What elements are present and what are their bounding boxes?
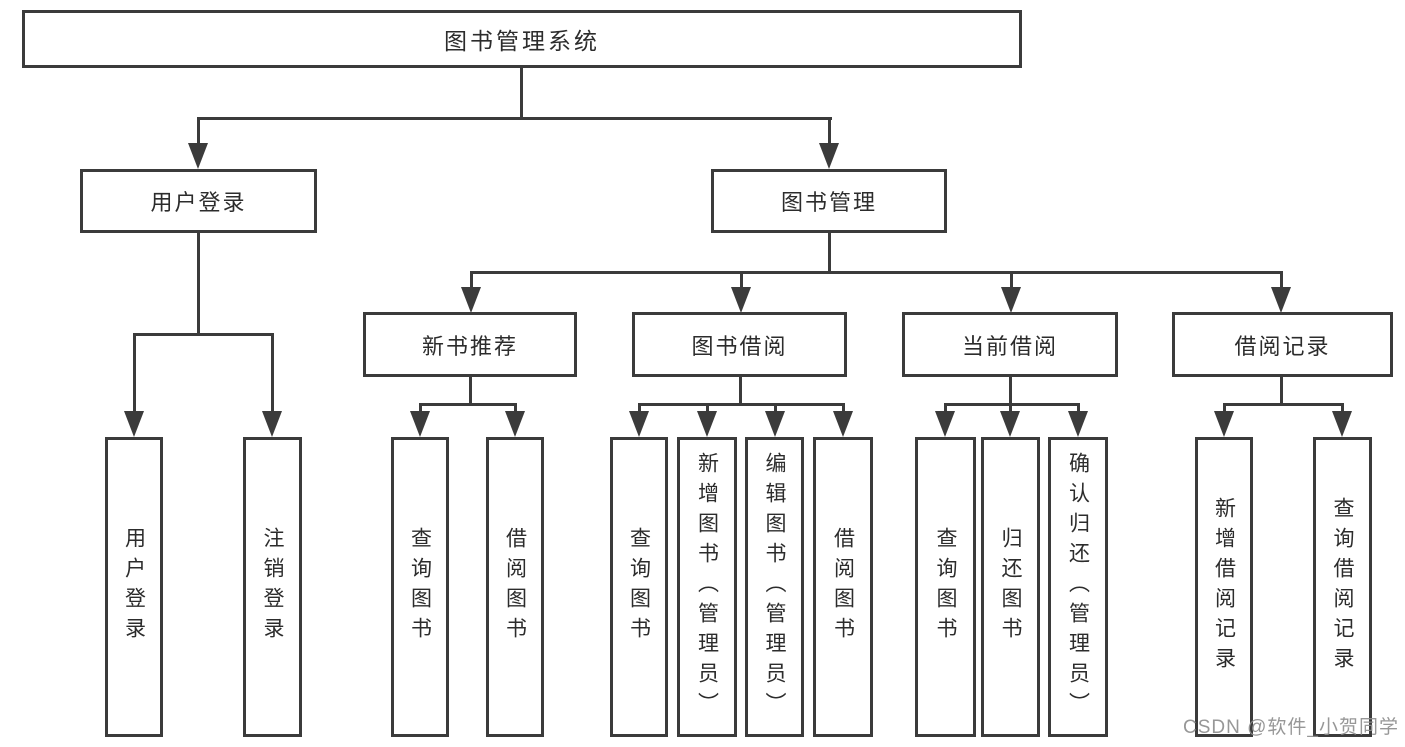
connector-recommend-stem (469, 377, 472, 406)
connector-user-login-hline (133, 333, 274, 336)
arrow-down-icon (833, 411, 853, 437)
connector-stem (828, 118, 831, 145)
connector-drop (419, 403, 422, 413)
node-book-management: 图书管理 (711, 169, 947, 233)
arrow-down-icon (1068, 411, 1088, 437)
arrow-down-icon (731, 287, 751, 313)
leaf-query-books-borrow: 查询图书 (610, 437, 668, 737)
connector-drop (1010, 271, 1013, 289)
connector-drop (1077, 403, 1080, 413)
connector-borrow-stem (739, 377, 742, 406)
node-current-borrow: 当前借阅 (902, 312, 1118, 377)
connector-stem (197, 118, 200, 145)
connector-drop (706, 403, 709, 413)
node-book-borrow: 图书借阅 (632, 312, 847, 377)
connector-level1-hline (197, 117, 832, 120)
node-user-login: 用户登录 (80, 169, 317, 233)
arrow-down-icon (1271, 287, 1291, 313)
leaf-confirm-return-admin: 确认归还（管理员） (1048, 437, 1108, 737)
connector-drop (133, 333, 136, 413)
connector-records-hline (1223, 403, 1344, 406)
arrow-down-icon (188, 143, 208, 169)
arrow-down-icon (765, 411, 785, 437)
node-root-library-system: 图书管理系统 (22, 10, 1022, 68)
leaf-add-books-admin: 新增图书（管理员） (677, 437, 737, 737)
node-new-book-recommend: 新书推荐 (363, 312, 577, 377)
arrow-down-icon (1001, 287, 1021, 313)
arrow-down-icon (410, 411, 430, 437)
leaf-user-login: 用户登录 (105, 437, 163, 737)
arrow-down-icon (1214, 411, 1234, 437)
arrow-down-icon (124, 411, 144, 437)
connector-current-hline (944, 403, 1080, 406)
arrow-down-icon (262, 411, 282, 437)
connector-drop (1280, 271, 1283, 289)
leaf-query-borrow-record: 查询借阅记录 (1313, 437, 1372, 737)
connector-drop (1223, 403, 1226, 413)
connector-drop (271, 333, 274, 413)
connector-drop (740, 271, 743, 289)
csdn-watermark: CSDN @软件_小贺同学 (1183, 717, 1399, 738)
connector-records-stem (1280, 377, 1283, 406)
leaf-query-books-recommend: 查询图书 (391, 437, 449, 737)
connector-drop (774, 403, 777, 413)
connector-drop (514, 403, 517, 413)
connector-drop (638, 403, 641, 413)
connector-book-mgmt-stem (828, 233, 831, 273)
arrow-down-icon (629, 411, 649, 437)
connector-drop (1341, 403, 1344, 413)
connector-current-stem (1009, 377, 1012, 406)
leaf-edit-books-admin: 编辑图书（管理员） (745, 437, 804, 737)
leaf-return-books: 归还图书 (981, 437, 1040, 737)
connector-user-login-stem (197, 233, 200, 335)
arrow-down-icon (1332, 411, 1352, 437)
arrow-down-icon (697, 411, 717, 437)
leaf-add-borrow-record: 新增借阅记录 (1195, 437, 1253, 737)
connector-drop (1009, 403, 1012, 413)
connector-drop (470, 271, 473, 289)
connector-root-trunk (520, 68, 523, 120)
connector-borrow-hline (638, 403, 845, 406)
connector-drop (842, 403, 845, 413)
leaf-borrow-books-recommend: 借阅图书 (486, 437, 544, 737)
arrow-down-icon (819, 143, 839, 169)
node-borrow-records: 借阅记录 (1172, 312, 1393, 377)
leaf-borrow-books: 借阅图书 (813, 437, 873, 737)
leaf-logout-login: 注销登录 (243, 437, 302, 737)
arrow-down-icon (461, 287, 481, 313)
leaf-query-books-current: 查询图书 (915, 437, 976, 737)
arrow-down-icon (505, 411, 525, 437)
connector-book-mgmt-hline (470, 271, 1283, 274)
arrow-down-icon (935, 411, 955, 437)
connector-recommend-hline (419, 403, 517, 406)
connector-drop (944, 403, 947, 413)
arrow-down-icon (1000, 411, 1020, 437)
